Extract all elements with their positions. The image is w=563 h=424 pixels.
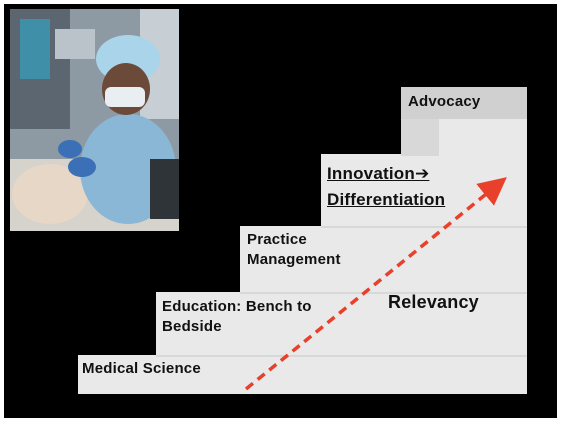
education-line-1: Education: Bench to <box>162 298 312 315</box>
relevancy-label: Relevancy <box>388 292 479 312</box>
step-face-2 <box>156 292 527 355</box>
step-label-practice-management: Practice Management <box>247 230 341 270</box>
step-label-advocacy: Advocacy <box>408 93 481 110</box>
slide-background: Medical Science Education: Bench to Beds… <box>4 4 557 418</box>
innovation-line-2: Differentiation <box>327 190 446 209</box>
practice-line-2: Management <box>247 251 341 268</box>
innovation-line-1: Innovation➔ <box>327 164 430 183</box>
step-label-education: Education: Bench to Bedside <box>162 297 312 337</box>
step-face-5-lower <box>439 119 527 156</box>
stair-base <box>78 355 527 394</box>
step-face-5 <box>401 87 527 119</box>
education-line-2: Bedside <box>162 318 222 335</box>
arrow-line <box>244 177 507 391</box>
clinician-photo <box>10 9 179 231</box>
step-label-innovation: Innovation➔ Differentiation <box>327 161 445 213</box>
practice-line-1: Practice <box>247 231 307 248</box>
relevancy-arrow <box>244 177 507 391</box>
step-face-3 <box>240 226 527 292</box>
step-label-medical-science: Medical Science <box>82 360 201 377</box>
